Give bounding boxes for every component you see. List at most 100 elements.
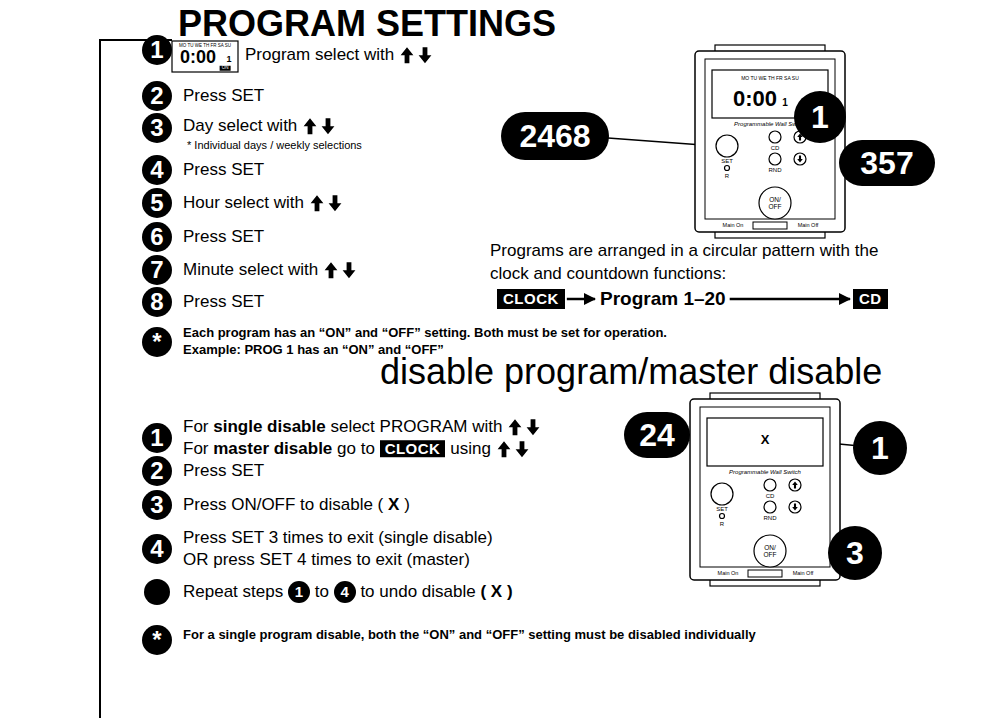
updown-arrows bbox=[302, 117, 338, 135]
function-box: CLOCK bbox=[497, 289, 565, 309]
instruction-text: using bbox=[450, 439, 491, 459]
switch-button bbox=[759, 187, 791, 219]
instruction-line: Day select with bbox=[183, 116, 338, 136]
instruction-text: to bbox=[315, 582, 329, 602]
instruction-line: Press SET bbox=[183, 292, 264, 312]
bullet-dot bbox=[144, 579, 170, 605]
callout-number: 6 bbox=[142, 222, 172, 252]
device-label: Programmable Wall Switch bbox=[729, 469, 801, 475]
device-label: ON/ OFF bbox=[759, 545, 781, 558]
updown-arrows bbox=[507, 418, 543, 436]
device-label: R bbox=[725, 173, 729, 179]
highlight-label: CLOCK bbox=[380, 440, 446, 457]
instruction-text: to undo disable bbox=[360, 582, 475, 602]
instruction-line: Forsingle disableselect PROGRAM with bbox=[183, 417, 543, 437]
emphasis-text: master disable bbox=[213, 439, 332, 459]
main-slider bbox=[748, 570, 782, 577]
callout-number: 1 bbox=[794, 91, 846, 143]
callout-number: 2468 bbox=[501, 112, 609, 160]
instruction-line: Minute select with bbox=[183, 260, 359, 280]
device-label: ON bbox=[220, 66, 231, 71]
updown-arrows bbox=[309, 194, 345, 212]
switch-button bbox=[754, 535, 786, 567]
instruction-line: Press SET bbox=[183, 86, 264, 106]
switch-button bbox=[720, 514, 725, 519]
instruction-line: Repeat steps1to4to undo disable( X ) bbox=[183, 581, 513, 603]
node-text: CLOCK bbox=[503, 290, 559, 308]
arrow-symbol bbox=[342, 262, 355, 278]
instruction-line: Press ON/OFF to disable (X) bbox=[183, 495, 410, 515]
instruction-line: Each program has an “ON” and “OFF” setti… bbox=[183, 326, 667, 341]
instruction-line: Hour select with bbox=[183, 193, 345, 213]
callout-number: 5 bbox=[142, 188, 172, 218]
updown-arrows bbox=[323, 261, 359, 279]
instruction-line: Press SET bbox=[183, 160, 264, 180]
device-label: MO TU WE TH FR SA SU bbox=[741, 76, 799, 81]
callout-number: 24 bbox=[624, 412, 690, 458]
main-slider bbox=[753, 222, 787, 229]
switch-button bbox=[764, 479, 776, 491]
instruction-text: Press ON/OFF to disable ( bbox=[183, 495, 383, 515]
arrow-symbol bbox=[322, 118, 335, 134]
switch-button bbox=[725, 166, 730, 171]
page-title: PROGRAM SETTINGS bbox=[178, 3, 556, 44]
instruction-text: Press SET bbox=[183, 86, 264, 106]
switch-button bbox=[769, 153, 781, 165]
instruction-line: Press SET 3 times to exit (single disabl… bbox=[183, 528, 493, 548]
device-label: Main On bbox=[723, 223, 744, 229]
arrow-symbol bbox=[497, 441, 510, 457]
updown-arrows bbox=[507, 418, 543, 436]
switch-button bbox=[789, 479, 801, 491]
instruction-text: Press SET bbox=[183, 227, 264, 247]
arrow-symbol bbox=[792, 482, 798, 489]
instruction-text: Press SET bbox=[183, 160, 264, 180]
updown-arrows bbox=[309, 194, 345, 212]
switch-button bbox=[769, 131, 781, 143]
function-box: CD bbox=[853, 289, 888, 309]
arrow-symbol bbox=[792, 504, 798, 511]
arrow-symbol bbox=[509, 419, 522, 435]
section-bracket bbox=[100, 40, 172, 718]
callout-number: 4 bbox=[142, 534, 172, 564]
instruction-line: Formaster disablego to CLOCKusing bbox=[183, 439, 532, 459]
instruction-text: Minute select with bbox=[183, 260, 318, 280]
arrow-symbol bbox=[324, 262, 337, 278]
instruction-text: Press SET bbox=[183, 461, 264, 481]
instruction-line: disable program/master disable bbox=[380, 351, 882, 392]
arrow-symbol bbox=[419, 47, 432, 63]
callout-number: 2 bbox=[142, 456, 172, 486]
note-text: Programs are arranged in a circular patt… bbox=[490, 240, 885, 286]
arrow-symbol bbox=[304, 118, 317, 134]
device-label: SET bbox=[716, 506, 728, 512]
callout-number: 3 bbox=[142, 490, 172, 520]
callout-number: 1 bbox=[853, 421, 907, 475]
node-text: Program 1–20 bbox=[600, 288, 726, 311]
switch-face bbox=[700, 407, 830, 567]
instruction-text: go to bbox=[337, 439, 375, 459]
instruction-text: Program select with bbox=[245, 45, 394, 65]
device-label: 0:00 bbox=[180, 48, 216, 66]
updown-arrows bbox=[496, 440, 532, 458]
instruction-text: * Individual days / weekly selections bbox=[187, 139, 362, 152]
node-text: CD bbox=[859, 290, 882, 308]
updown-arrows bbox=[323, 261, 359, 279]
device-label: CD bbox=[766, 493, 775, 499]
instruction-text: select PROGRAM with bbox=[330, 417, 502, 437]
device-label: Main Off bbox=[793, 571, 814, 577]
instruction-line: Press SET bbox=[183, 227, 264, 247]
arrow-symbol bbox=[401, 47, 414, 63]
device-label: SET bbox=[721, 158, 733, 164]
instruction-text: Hour select with bbox=[183, 193, 304, 213]
lcd-display bbox=[172, 41, 238, 72]
instruction-text: OR press SET 4 times to exit (master) bbox=[183, 550, 470, 570]
arrow-symbol bbox=[797, 156, 803, 163]
callout-number: * bbox=[142, 625, 172, 655]
wall-switch-drawing bbox=[690, 393, 840, 586]
updown-arrows bbox=[399, 46, 435, 64]
device-label: R bbox=[720, 521, 724, 527]
device-label: X bbox=[761, 433, 770, 446]
switch-button bbox=[789, 501, 801, 513]
callout-number: 1 bbox=[142, 35, 172, 65]
wall-switch-drawing bbox=[695, 45, 845, 238]
instruction-text: For bbox=[183, 439, 209, 459]
